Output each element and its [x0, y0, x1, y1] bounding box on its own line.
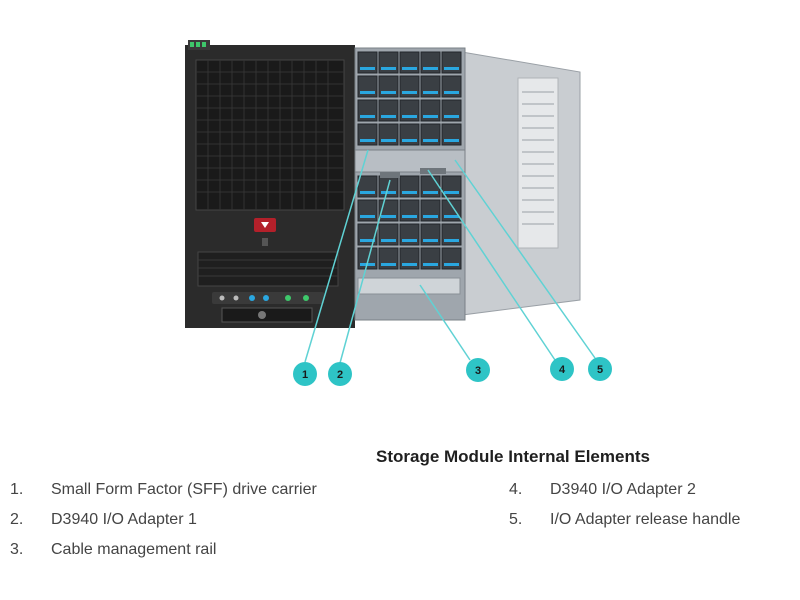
legend-item-5: I/O Adapter release handle	[550, 511, 741, 528]
legend-num-5: 5.	[509, 511, 523, 528]
drive-led	[402, 263, 417, 266]
io-adapter-1	[380, 172, 400, 178]
drive-led	[360, 191, 375, 194]
legend-num-4: 4.	[509, 481, 523, 498]
drive-carriers-upper	[357, 51, 462, 146]
drive-led	[402, 191, 417, 194]
legend-item-2: D3940 I/O Adapter 1	[51, 511, 197, 528]
callout-2-label: 2	[337, 369, 343, 381]
drive-led	[381, 239, 396, 242]
drive-led	[402, 215, 417, 218]
drive-led	[444, 115, 459, 118]
legend-num-3: 3.	[10, 541, 24, 558]
drive-led	[360, 67, 375, 70]
drive-led	[423, 91, 438, 94]
drive-led	[402, 91, 417, 94]
drive-led	[360, 139, 375, 142]
callout-2: 2	[328, 362, 352, 386]
drive-led	[402, 115, 417, 118]
drive-led	[381, 115, 396, 118]
legend-item-1: Small Form Factor (SFF) drive carrier	[51, 481, 317, 498]
drive-led	[444, 91, 459, 94]
drive-led	[381, 91, 396, 94]
front-bezel	[185, 40, 355, 328]
drive-led	[360, 239, 375, 242]
drive-led	[360, 91, 375, 94]
drive-carriers-lower	[357, 175, 462, 270]
drive-led	[381, 139, 396, 142]
callout-1-label: 1	[302, 369, 308, 381]
drive-led	[381, 67, 396, 70]
drive-led	[381, 263, 396, 266]
callout-1: 1	[293, 362, 317, 386]
callout-4: 4	[550, 357, 574, 381]
drive-led	[444, 139, 459, 142]
legend-item-4: D3940 I/O Adapter 2	[550, 481, 696, 498]
drive-led	[423, 67, 438, 70]
drive-led	[444, 239, 459, 242]
front-vent-grille	[195, 59, 345, 211]
callout-5-label: 5	[597, 364, 603, 376]
drive-led	[360, 215, 375, 218]
drive-led	[444, 191, 459, 194]
drive-led	[444, 215, 459, 218]
drive-led	[444, 67, 459, 70]
callout-5: 5	[588, 357, 612, 381]
legend-num-1: 1.	[10, 481, 24, 498]
legend-num-2: 2.	[10, 511, 24, 528]
cable-management-rail	[357, 277, 461, 295]
callout-3: 3	[466, 358, 490, 382]
enclosure-side-panel	[461, 51, 581, 316]
legend-item-3: Cable management rail	[51, 541, 217, 558]
drive-led	[402, 139, 417, 142]
drive-led	[402, 67, 417, 70]
drive-led	[423, 263, 438, 266]
drive-led	[423, 115, 438, 118]
drive-led	[423, 139, 438, 142]
callout-4-label: 4	[559, 364, 566, 376]
callout-3-label: 3	[475, 365, 481, 377]
callout-leader-lines	[304, 149, 596, 364]
drive-led	[402, 239, 417, 242]
drive-led	[360, 115, 375, 118]
io-adapter-2	[420, 168, 446, 174]
drive-led	[423, 215, 438, 218]
drive-led	[423, 239, 438, 242]
drive-led	[444, 263, 459, 266]
drive-led	[381, 215, 396, 218]
drive-led	[423, 191, 438, 194]
drive-led	[381, 191, 396, 194]
diagram-title: Storage Module Internal Elements	[376, 447, 650, 466]
